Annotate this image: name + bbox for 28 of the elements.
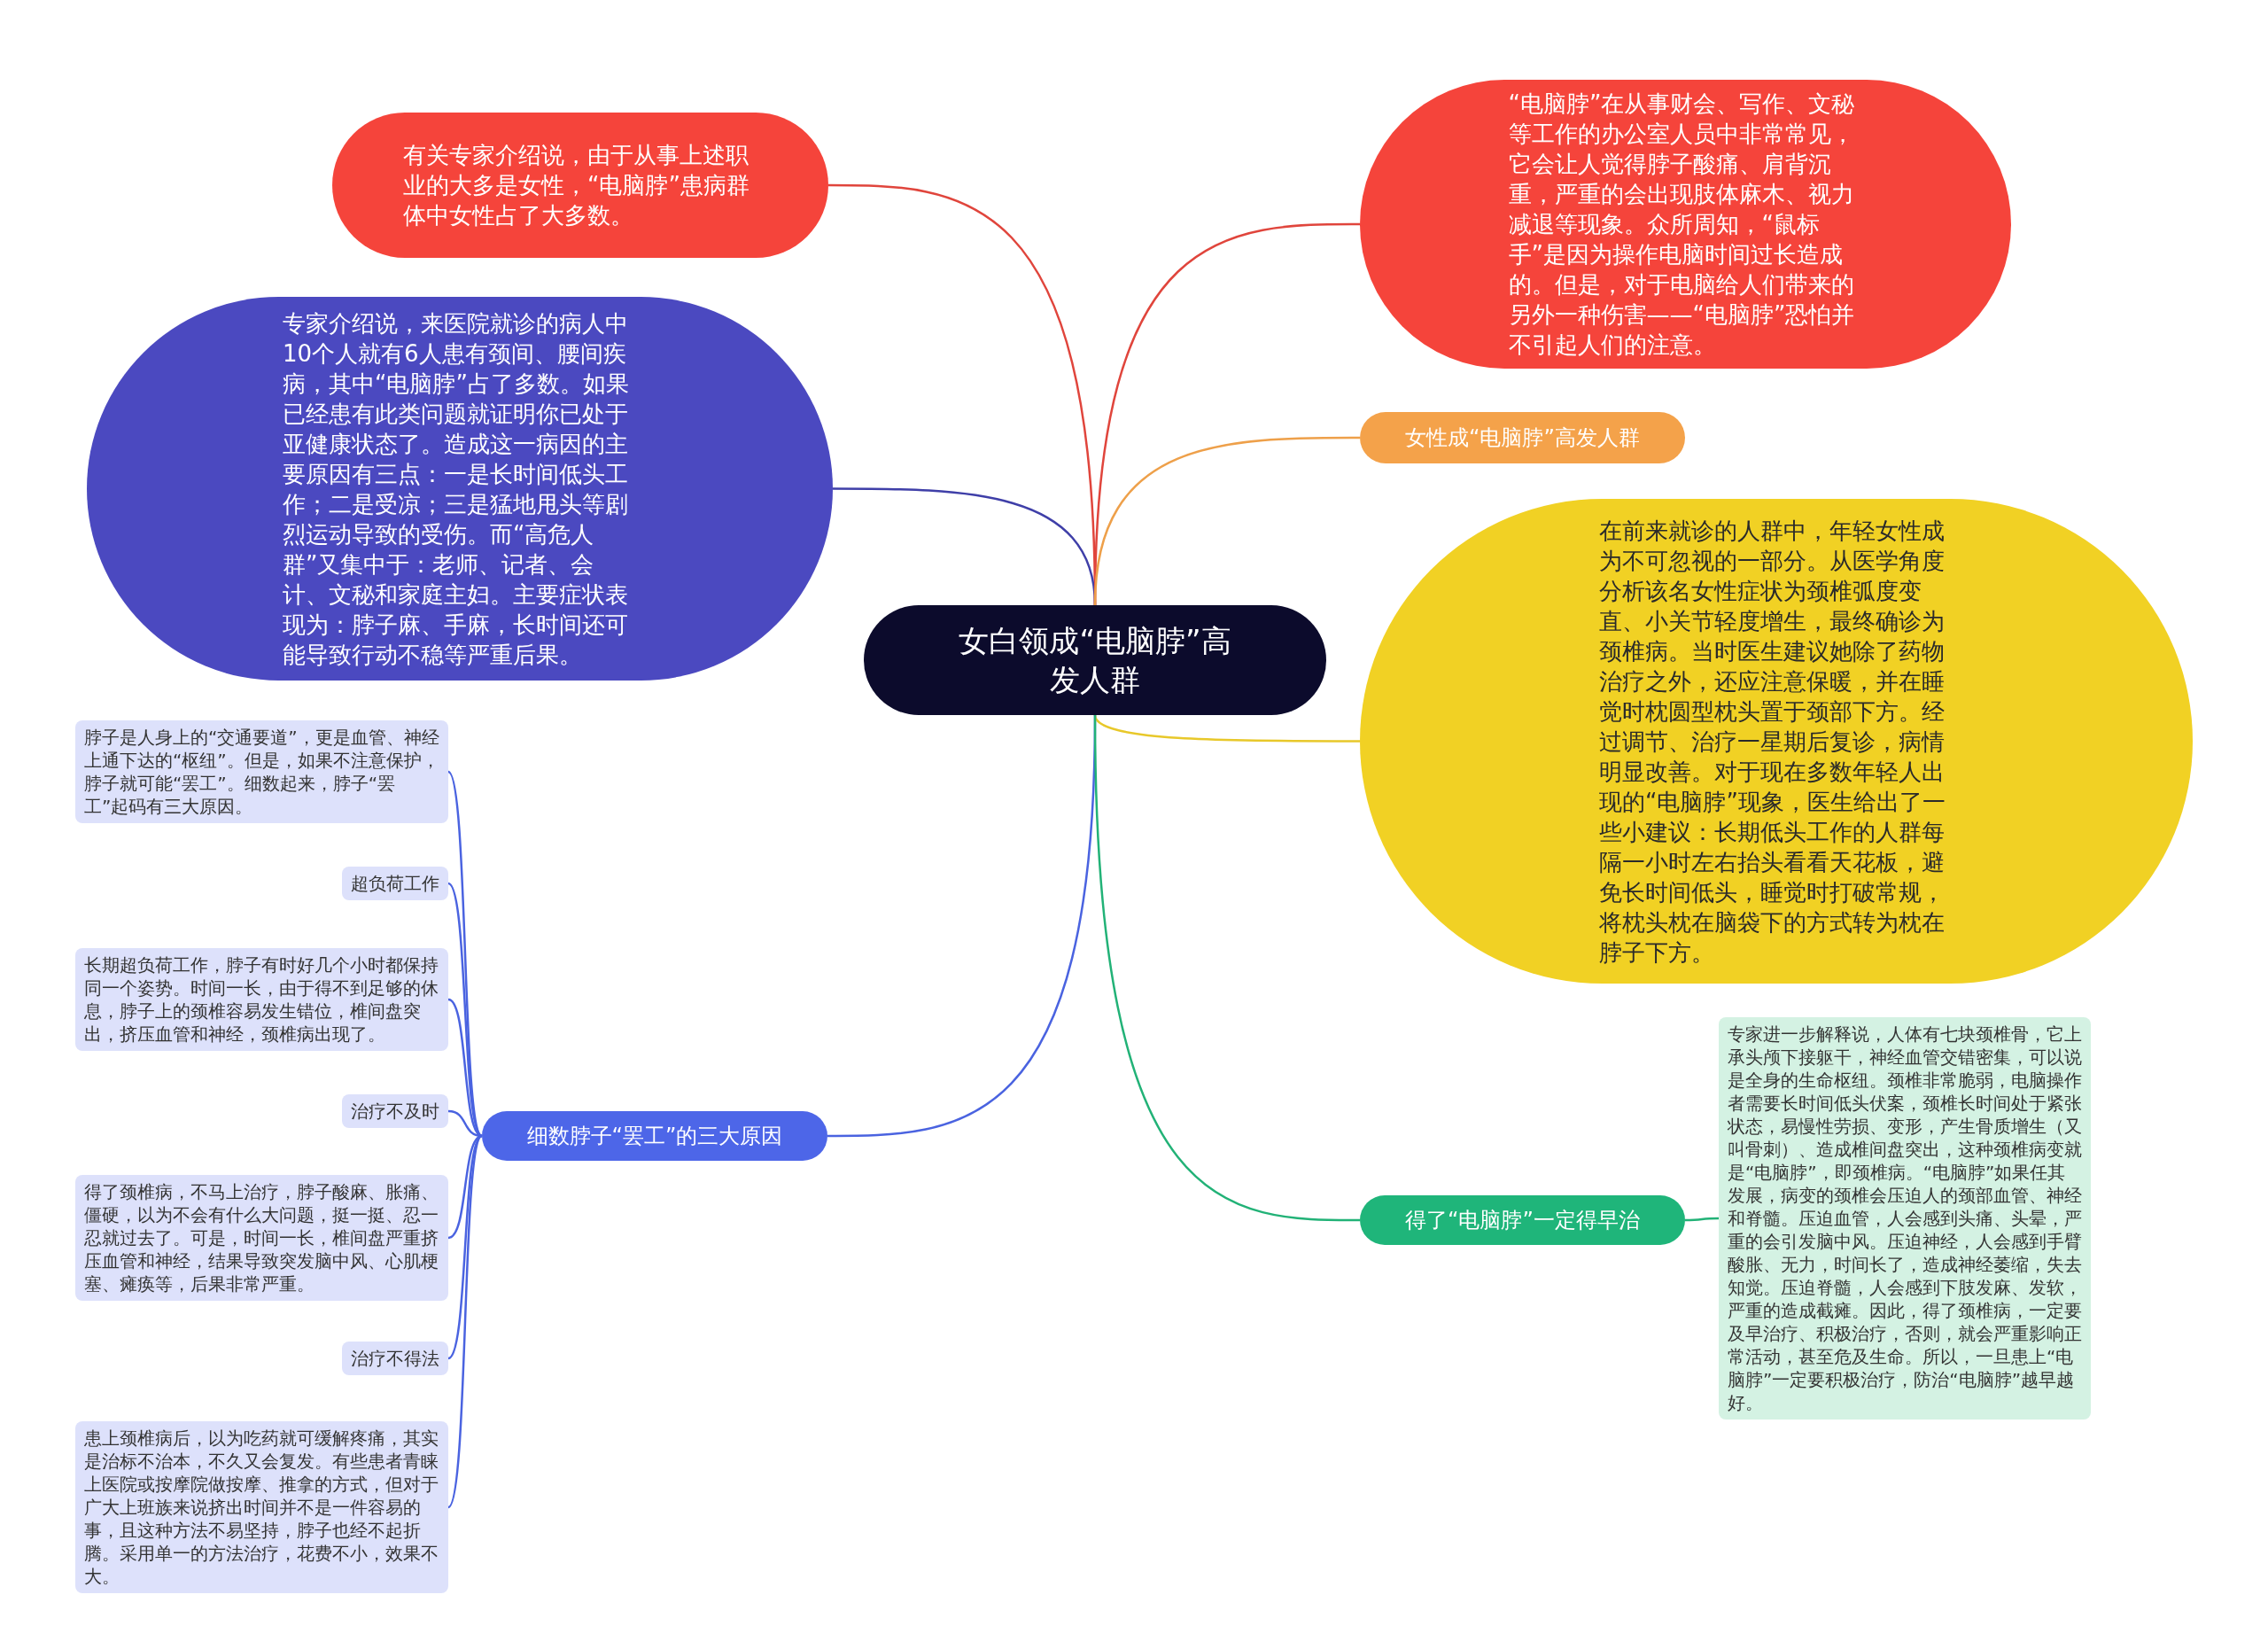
connector	[447, 1135, 484, 1508]
node-text: 有关专家介绍说，由于从事上述职业的大多是女性，“电脑脖”患病群体中女性占了大多数。	[403, 141, 750, 230]
branch-topic	[1360, 412, 1685, 463]
node-text: 女白领成“电脑脖”高发人群	[958, 622, 1232, 699]
node-text: “电脑脖”在从事财会、写作、文秘等工作的办公室人员中非常常见，它会让人觉得脖子酸痛、肩背沉重，严重的会出现肢体麻木、视力减退等现象。众所周知，“鼠标手”是因为操作电脑时间过长造成的。但是，对于电脑给人们带来的另外一种伤害——“电脑脖”恐怕并不引起人们的注意。	[1508, 89, 1856, 360]
node-text: 在前来就诊的人群中，年轻女性成为不可忽视的一部分。从医学角度分析该名女性症状为颈椎弧度变直、小关节轻度增生，最终确诊为颈椎病。当时医生建议她除了药物治疗之外，还应注意保暖，并在睡觉时枕圆型枕头置于颈部下方。经过调节、治疗一星期后复诊，病情明显改善。对于现在多数年轻人出现的“电脑脖”现象，医生给出了一些小建议：长期低头工作的人群每隔一小时左右抬头看看天花板，避免长时间低头，睡觉时打破常规，将枕头枕在脑袋下的方式转为枕在脖子下方。	[1599, 516, 1946, 968]
subtopic-label	[342, 1342, 448, 1375]
node-text: 女性成“电脑脖”高发人群	[1405, 424, 1640, 452]
node-text: 长期超负荷工作，脖子有时好几个小时都保持同一个姿势。时间一长，由于得不到足够的休息，脖子上的颈椎容易发生错位，椎间盘突出，挤压血管和神经，颈椎病出现了。	[84, 953, 439, 1046]
connector	[447, 771, 484, 1137]
connector	[447, 883, 483, 1137]
node-text: 治疗不得法	[351, 1347, 439, 1370]
node-text: 专家介绍说，来医院就诊的病人中10个人就有6人患有颈间、腰间疾病，其中“电脑脖”占了多数。如果已经患有此类问题就证明你已处于亚健康状态了。造成这一病因的主要原因有三点：一是长时间低头工作；二是受凉；三是猛地甩头等剧烈运动导致的受伤。而“高危人群”又集中于：老师、记者、会计、文秘和家庭主妇。主要症状表现为：脖子麻、手麻，长时间还可能导致行动不稳等严重后果。	[283, 308, 630, 670]
branch-topic	[1360, 1195, 1685, 1245]
node-text: 治疗不及时	[351, 1100, 439, 1123]
node-text: 专家进一步解释说，人体有七块颈椎骨，它上承头颅下接躯干，神经血管交错密集，可以说是全身的生命枢纽。颈椎非常脆弱，电脑操作者需要长时间低头伏案，颈椎长时间处于紧张状态，易慢性劳损、变形，产生骨质增生（又叫骨刺）、造成椎间盘突出，这种颈椎病变就是“电脑脖”，即颈椎病。“电脑脖”如果任其发展，病变的颈椎会压迫人的颈部血管、神经和脊髓。压迫血管，人会感到头痛、头晕，严重的会引发脑中风。压迫神经，人会感到手臂酸胀、无力，时间长了，造成神经萎缩，失去知觉。压迫脊髓，人会感到下肢发麻、发软，严重的造成截瘫。因此，得了颈椎病，一定要及早治疗、积极治疗，否则，就会严重影响正常活动，甚至危及生命。所以，一旦患上“电脑脖”一定要积极治疗，防治“电脑脖”越早越好。	[1728, 1023, 2082, 1414]
node-text: 得了“电脑脖”一定得早治	[1405, 1207, 1640, 1234]
node-text: 患上颈椎病后，以为吃药就可缓解疼痛，其实是治标不治本，不久又会复发。有些患者青睐上医院或按摩院做按摩、推拿的方式，但对于广大上班族来说挤出时间并不是一件容易的事，且这种方法不易坚持，脖子也经不起折腾。采用单一的方法治疗，花费不小，效果不大。	[84, 1427, 439, 1588]
subtopic-label	[342, 867, 448, 900]
node-text: 脖子是人身上的“交通要道”，更是血管、神经上通下达的“枢纽”。但是，如果不注意保护，脖子就可能“罢工”。细数起来，脖子“罢工”起码有三大原因。	[84, 726, 439, 818]
node-text: 细数脖子“罢工”的三大原因	[526, 1123, 783, 1150]
connector	[1093, 714, 1360, 743]
connector	[1093, 436, 1360, 606]
subtopic-label	[342, 1094, 448, 1128]
node-text: 得了颈椎病，不马上治疗，脖子酸麻、胀痛、僵硬，以为不会有什么大问题，挺一挺、忍一忍就过去了。可是，时间一长，椎间盘严重挤压血管和神经，结果导致突发脑中风、心肌梗塞、瘫痪等，后果非常严重。	[84, 1180, 439, 1295]
connector	[1093, 714, 1360, 1222]
branch-topic	[482, 1111, 827, 1161]
node-text: 超负荷工作	[351, 872, 439, 895]
